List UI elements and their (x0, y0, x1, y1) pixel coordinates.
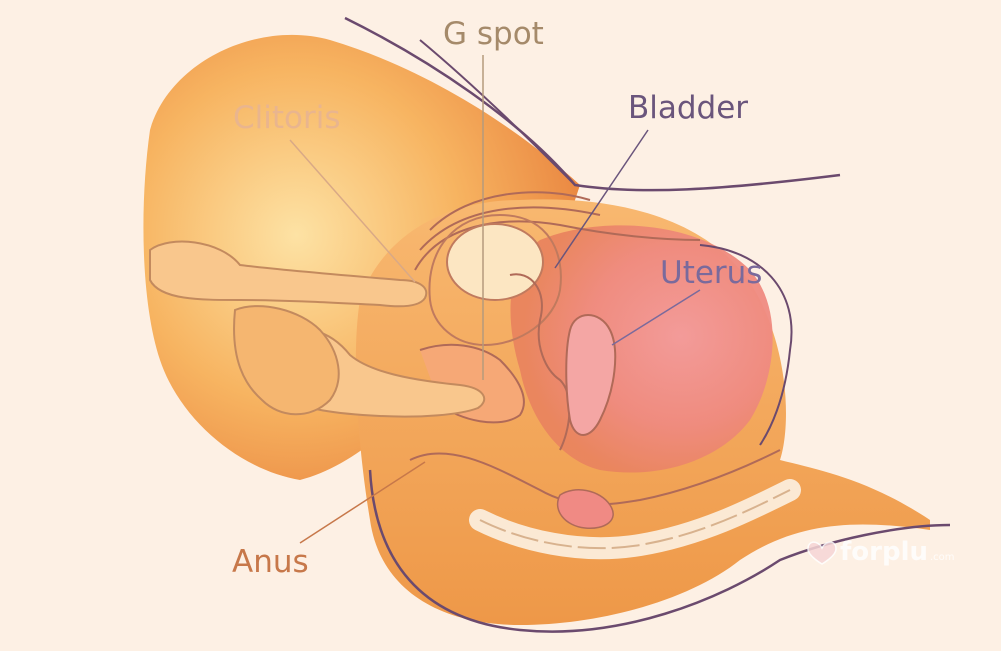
inner-contour-2 (419, 206, 601, 251)
bladder-organ (446, 223, 544, 301)
inner-contour-1 (429, 191, 591, 231)
inner-contour-3 (414, 220, 701, 271)
bladder-wall (428, 213, 562, 347)
leader-uterus (611, 289, 701, 346)
label-clitoris: Clitoris (233, 100, 341, 136)
uterine-cavity (565, 314, 617, 436)
outer-outline-bottom (368, 469, 951, 633)
label-gspot: G spot (443, 16, 544, 52)
spine (469, 479, 801, 560)
outer-outline-right (699, 244, 793, 446)
leader-anus (299, 461, 426, 544)
watermark: forplu .com (807, 537, 955, 567)
label-uterus: Uterus (660, 255, 762, 291)
finger-upper (149, 240, 428, 308)
leader-clitoris (289, 139, 416, 283)
watermark-text: forplu (840, 537, 928, 567)
leader-bladder (554, 129, 649, 269)
watermark-suffix: .com (930, 552, 955, 563)
hand-palm (233, 305, 340, 416)
outer-outline-mid (419, 39, 576, 186)
label-bladder: Bladder (628, 90, 748, 126)
heart-icon (807, 541, 837, 565)
label-anus: Anus (232, 544, 309, 580)
rectum-inner (556, 489, 614, 529)
